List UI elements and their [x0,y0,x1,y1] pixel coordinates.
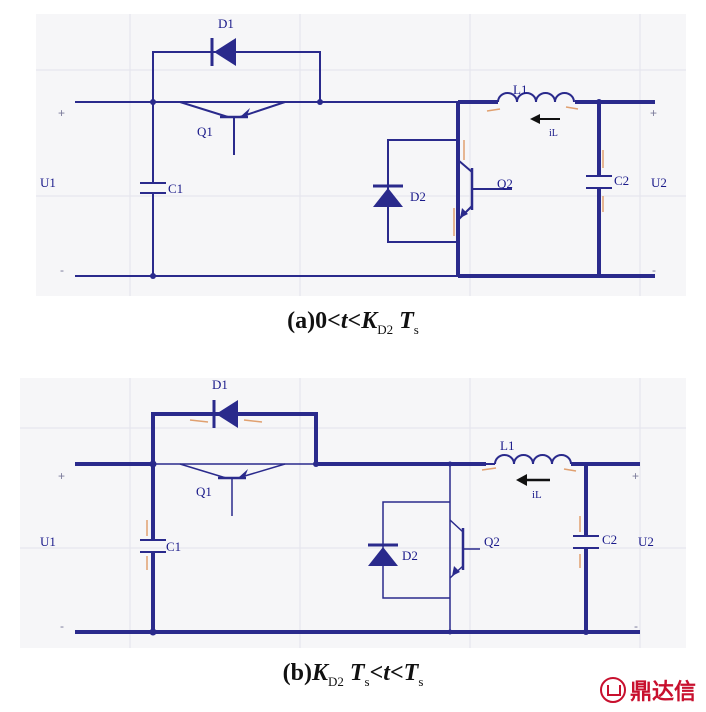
caption-b-tcap: T [349,660,365,686]
caption-b-tcap2: T [403,660,419,686]
l1-inductor-a [497,92,575,103]
caption-a-ksub: D2 [377,321,394,337]
wires-b [75,412,640,634]
c1-capacitor-b [140,539,166,553]
label-l1-a: L1 [513,82,527,97]
q2-arrow-b [452,566,460,576]
plus-right-b: + [632,469,639,483]
circuit-b-svg: D1 Q1 C1 D2 L1 iL Q2 C2 U1 U2 + + - - [20,377,686,648]
d2-diode-b [368,543,398,566]
diagram-a: D1 Q1 C1 D2 L1 iL Q2 C2 U1 U2 + + - - [0,0,706,300]
label-l1-b: L1 [500,438,514,453]
junctions-b [149,460,589,636]
label-q1-b: Q1 [196,484,212,499]
d2-diode-a [373,184,403,207]
diagram-b: D1 Q1 C1 D2 L1 iL Q2 C2 U1 U2 + + - - [0,370,706,652]
grid-a [36,14,686,296]
label-u1-a: U1 [40,175,56,190]
label-u2-b: U2 [638,534,654,549]
canvas-b [20,378,686,648]
label-d1-a: D1 [218,16,234,31]
label-d2-a: D2 [410,189,426,204]
minus-left-a: - [60,263,64,277]
label-il-b: iL [532,489,542,501]
caption-a-lt: < [347,308,362,334]
minus-left-b: - [60,619,64,633]
c2-capacitor-a [586,175,612,189]
label-q1-a: Q1 [197,124,213,139]
caption-a-t: t [340,308,348,334]
plus-right-a: + [650,106,657,120]
minus-right-b: - [634,619,638,633]
caption-b-ksub: D2 [327,673,344,689]
caption-b-lt2: < [389,660,404,686]
d1-diode-a [210,38,236,66]
q2-arrow-a [460,208,468,218]
q1-transistor-b [179,463,286,516]
label-c2-b: C2 [602,532,617,547]
caption-b-t2sub: s [418,673,424,689]
label-c2-a: C2 [614,173,629,188]
label-u1-b: U1 [40,534,56,549]
plus-left-b: + [58,469,65,483]
watermark-logo-icon [599,677,626,703]
caption-a-tsub: s [413,321,419,337]
watermark-text: 鼎达信 [629,680,696,705]
caption-b-lt1: < [369,660,384,686]
c1-capacitor-a [140,182,166,194]
caption-b: (b)KD2 Ts<t<Ts [0,660,706,690]
plus-left-a: + [58,106,65,120]
caption-a-prefix: (a) [287,308,316,334]
caption-a: (a)0<t<KD2 Ts [0,308,706,338]
caption-b-t: t [383,660,390,686]
minus-right-a: - [652,263,656,277]
caption-a-k: K [361,308,378,334]
label-c1-b: C1 [166,539,181,554]
highlight-marks-b [146,419,581,570]
junctions-a [150,99,602,279]
d1-diode-b [212,400,238,428]
l1-inductor-b [494,454,572,465]
il-arrow-b [516,474,550,486]
highlight-marks-a [453,106,604,236]
canvas-a [36,14,686,296]
il-arrow-a [530,114,560,124]
label-q2-a: Q2 [497,176,513,191]
caption-b-tsub: s [364,673,370,689]
caption-b-prefix: (b) [282,660,312,686]
label-il-a: iL [549,128,558,139]
label-c1-a: C1 [168,181,183,196]
q1-transistor-a [179,101,286,155]
circuit-a-svg: D1 Q1 C1 D2 L1 iL Q2 C2 U1 U2 + + - - [36,14,686,296]
label-q2-b: Q2 [484,534,500,549]
caption-b-k: K [311,660,328,686]
label-d1-b: D1 [212,377,228,392]
c2-capacitor-b [573,535,599,549]
watermark: 鼎达信 [599,674,696,706]
caption-a-tcap: T [399,308,414,334]
label-u2-a: U2 [651,175,667,190]
label-d2-b: D2 [402,548,418,563]
caption-a-lead: 0< [315,308,341,334]
